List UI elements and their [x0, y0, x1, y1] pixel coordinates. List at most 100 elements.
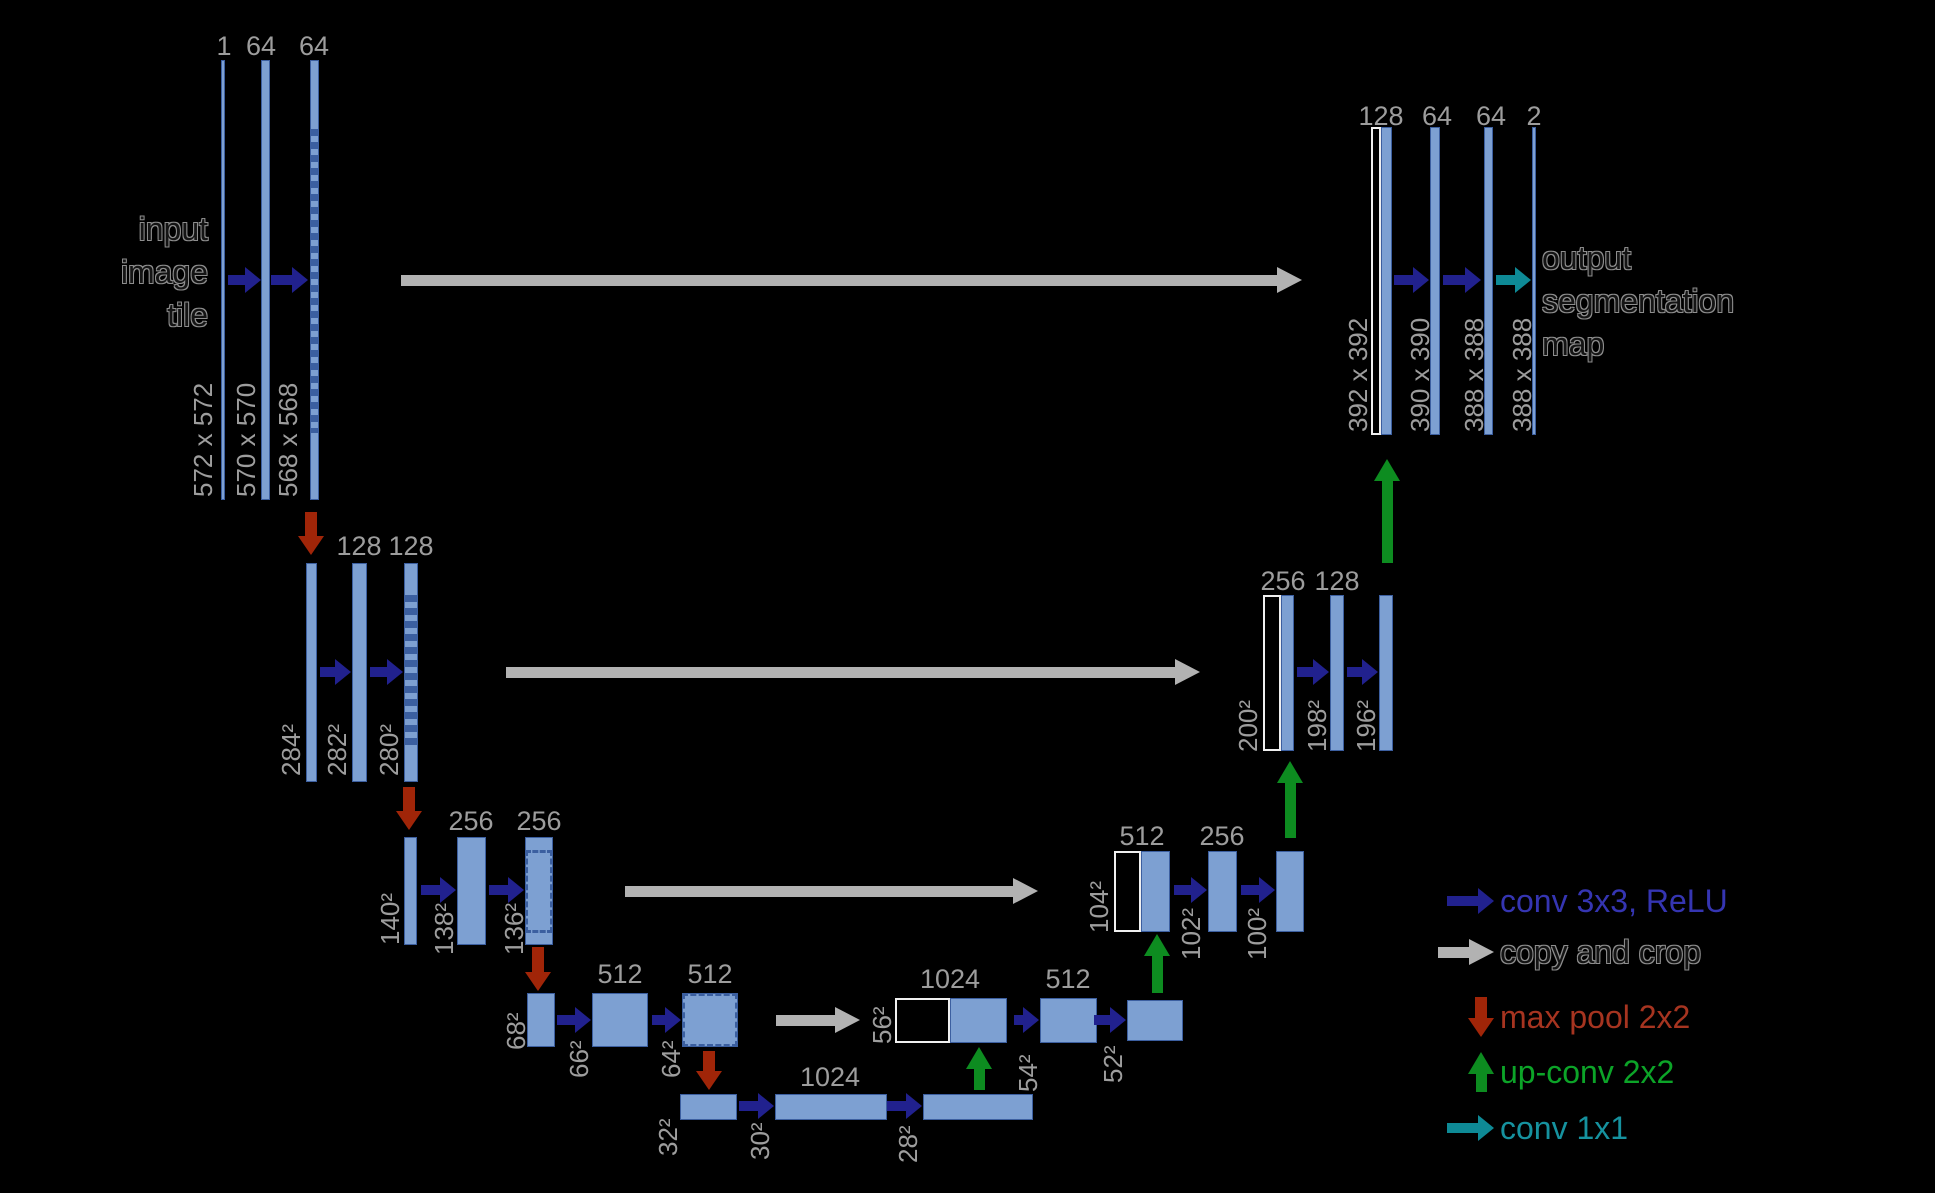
arrow-shaft — [403, 787, 415, 813]
max-pool-arrow — [395, 787, 423, 830]
conv1x1-arrow — [1496, 266, 1531, 294]
feature-map-bar-dec4-upconv — [950, 998, 1007, 1043]
conv3x3-relu-arrow — [1241, 876, 1275, 904]
crop-region-outline — [525, 850, 553, 933]
arrow-shaft — [1496, 275, 1517, 285]
max-pool-arrow — [297, 512, 325, 555]
copied-feature-map-box-dec4-copied — [895, 998, 950, 1043]
channel-count-label: 1 — [216, 31, 232, 61]
arrow-shaft — [228, 275, 247, 285]
arrow-shaft — [320, 667, 337, 677]
up-conv-arrow — [1143, 934, 1171, 993]
arrow-head — [965, 1047, 992, 1069]
arrow-head — [1259, 876, 1275, 903]
arrow-shaft — [1014, 1015, 1025, 1025]
dimension-label: 54² — [1013, 1054, 1043, 1092]
feature-map-bar-dec1-upconv — [1381, 127, 1392, 435]
arrow-shaft — [1381, 479, 1393, 563]
arrow-head — [297, 536, 324, 555]
feature-map-bar-enc1-conv2 — [310, 60, 319, 500]
feature-map-bar-enc4-pool — [527, 993, 555, 1047]
crop-region-outline — [682, 993, 738, 1047]
copied-feature-map-box-dec2-copied — [1263, 595, 1281, 751]
arrow-shaft — [1297, 667, 1315, 677]
arrow-head — [524, 972, 551, 991]
dimension-label: 30² — [745, 1122, 775, 1160]
conv3x3-relu-arrow — [228, 266, 261, 294]
feature-map-bar-dec4-conv2 — [1127, 1000, 1183, 1041]
dimension-label: 102² — [1176, 907, 1206, 960]
channel-count-label: 512 — [1119, 821, 1165, 851]
arrow-shaft — [1094, 1015, 1112, 1025]
up-conv-arrow — [1373, 459, 1401, 563]
feature-map-bar-bottom-conv2 — [923, 1094, 1033, 1120]
dimension-label: 56² — [867, 1006, 897, 1044]
arrow-shaft — [305, 512, 317, 538]
conv3x3-relu-arrow — [887, 1092, 922, 1120]
arrow-head — [1362, 658, 1378, 685]
conv3x3-relu-arrow — [370, 658, 403, 686]
channel-count-label: 128 — [336, 531, 382, 561]
crop-region-outline — [311, 129, 318, 433]
conv3x3-relu-arrow — [557, 1006, 591, 1034]
channel-count-label: 2 — [1526, 101, 1542, 131]
legend-item-label: conv 1x1 — [1500, 1110, 1629, 1146]
dimension-label: 136² — [499, 902, 529, 955]
arrow-shaft — [401, 274, 1279, 286]
arrow-shaft — [1284, 781, 1296, 838]
copied-feature-map-box-dec3-copied — [1114, 851, 1141, 932]
feature-map-bar-enc2-pool — [306, 563, 317, 782]
dimension-label: 572 x 572 — [188, 382, 218, 497]
feature-map-bar-dec3-conv2 — [1276, 851, 1304, 932]
feature-map-bar-dec1-output — [1532, 127, 1536, 435]
arrow-shaft — [1347, 667, 1364, 677]
arrow-shaft — [370, 667, 389, 677]
arrow-head — [1515, 266, 1531, 293]
arrow-head — [245, 266, 261, 293]
legend-up-conv-arrow — [1467, 1052, 1495, 1092]
arrow-head — [906, 1092, 922, 1119]
feature-map-bar-dec1-conv1 — [1430, 127, 1440, 435]
arrow-head — [292, 266, 308, 293]
conv3x3-relu-arrow — [739, 1092, 774, 1120]
channel-count-label: 512 — [597, 959, 643, 989]
arrow-head — [1465, 266, 1481, 293]
arrow-head — [1023, 1006, 1039, 1033]
up-conv-arrow — [965, 1047, 993, 1090]
dimension-label: 390 x 390 — [1405, 317, 1435, 432]
legend-item-label: conv 3x3, ReLU — [1500, 883, 1728, 919]
conv3x3-relu-arrow — [1394, 266, 1429, 294]
dimension-label: 568 x 568 — [273, 382, 303, 497]
arrow-head — [758, 1092, 774, 1119]
up-conv-arrow — [1276, 761, 1304, 838]
dimension-label: 52² — [1098, 1045, 1128, 1083]
channel-count-label: 128 — [1358, 101, 1404, 131]
feature-map-bar-enc1-conv1 — [261, 60, 270, 500]
arrow-shaft — [625, 885, 1015, 897]
arrow-shaft — [1151, 954, 1163, 993]
feature-map-bar-dec3-conv1 — [1208, 851, 1237, 932]
conv3x3-relu-arrow — [1443, 266, 1481, 294]
dimension-label: 104² — [1084, 880, 1114, 933]
arrow-head — [1191, 876, 1207, 903]
channel-count-label: 64 — [298, 31, 330, 61]
feature-map-bar-dec2-conv2 — [1379, 595, 1393, 751]
legend-conv1x1-arrow — [1447, 1114, 1494, 1142]
arrow-head — [508, 876, 524, 903]
arrow-shaft — [489, 885, 510, 895]
arrow-head — [1175, 658, 1200, 685]
max-pool-arrow — [695, 1051, 723, 1090]
arrow-shaft — [421, 885, 442, 895]
dimension-label: 570 x 570 — [231, 382, 261, 497]
dimension-label: 392 x 392 — [1343, 317, 1373, 432]
arrow-head — [440, 876, 456, 903]
conv3x3-relu-arrow — [1297, 658, 1329, 686]
input-annotation-line: input — [138, 211, 208, 247]
channel-count-label: 128 — [1314, 566, 1360, 596]
conv3x3-relu-arrow — [421, 876, 456, 904]
arrow-shaft — [887, 1101, 908, 1111]
copy-and-crop-arrow — [625, 877, 1038, 905]
arrow-shaft — [1475, 997, 1487, 1020]
dimension-label: 32² — [653, 1118, 683, 1156]
legend-item-label: copy and crop — [1500, 934, 1702, 970]
